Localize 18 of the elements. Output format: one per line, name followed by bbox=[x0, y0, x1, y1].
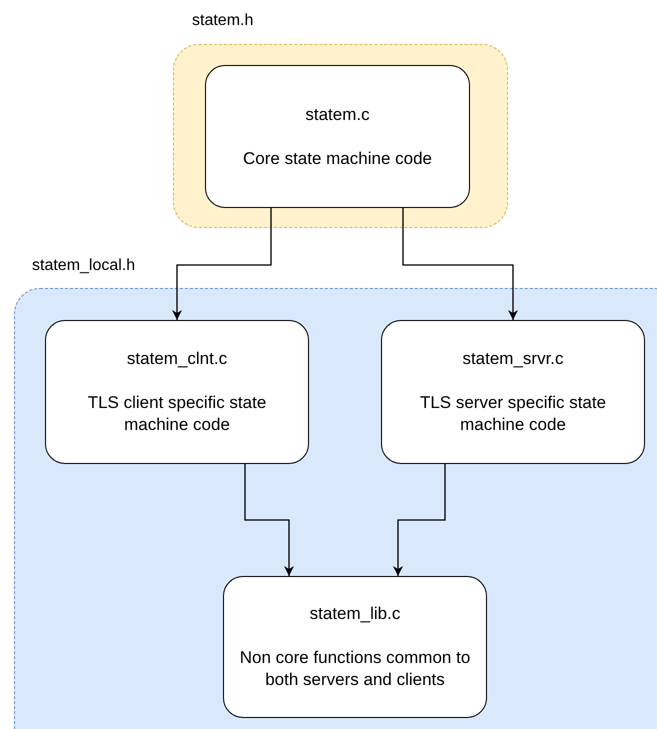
arrow bbox=[393, 464, 446, 576]
description: Non core functions common to both servers and clients bbox=[238, 647, 472, 691]
process-box bbox=[223, 576, 487, 718]
file-name: statem_srvr.c bbox=[462, 348, 564, 370]
file-name: statem_lib.c bbox=[310, 603, 400, 625]
file-name: statem_clnt.c bbox=[126, 348, 228, 370]
description: TLS server specific state machine code bbox=[418, 392, 608, 436]
process-box bbox=[381, 320, 645, 464]
description: Core state machine code bbox=[243, 148, 432, 170]
description: TLS client specific state machine code bbox=[86, 392, 268, 436]
arrow bbox=[172, 208, 272, 320]
group-label: statem.h bbox=[192, 12, 254, 30]
arrow bbox=[402, 208, 518, 320]
process-box bbox=[45, 320, 309, 464]
group-label: statem_local.h bbox=[32, 257, 136, 275]
file-name: statem.c bbox=[305, 104, 370, 126]
process-box bbox=[205, 65, 470, 208]
arrow bbox=[244, 464, 294, 576]
